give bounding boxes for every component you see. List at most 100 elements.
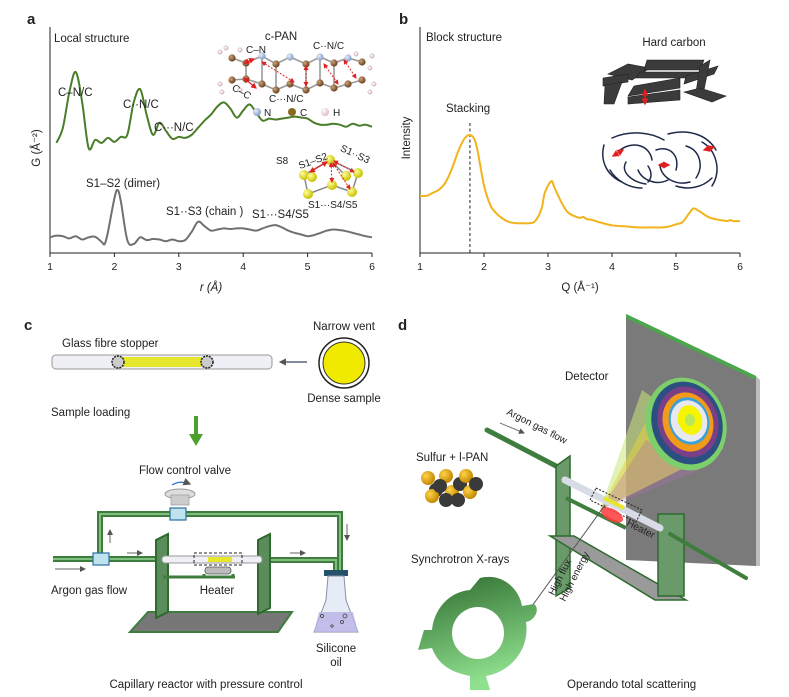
reactor-support-left: [155, 532, 169, 620]
panel-d: d Detector Argon gas flow: [398, 314, 760, 691]
panel-b-title: Block structure: [426, 32, 502, 44]
legend-swatch-n: [253, 108, 261, 116]
annotation-c-dot-n-c: C··N/C: [123, 99, 159, 111]
gas-outlet-pipe: [668, 532, 748, 580]
dense-sample-label: Dense sample: [307, 393, 381, 405]
silicone-oil-label-1: Silicone: [316, 643, 356, 655]
pan-particle: [469, 477, 483, 491]
panel-a-x-label: r (Å): [200, 281, 223, 294]
sulfur-pan-label: Sulfur + l-PAN: [416, 452, 488, 464]
reactor-base: [127, 611, 294, 633]
carbon-atom: [258, 80, 266, 88]
hydrogen-atom: [367, 89, 373, 95]
annotation-c-dots-n-c: C···N/C: [154, 122, 194, 134]
x-tick-label: 2: [111, 261, 117, 273]
sulfur-particle: [459, 469, 473, 483]
glass-fibre-stopper-label: Glass fibre stopper: [62, 338, 159, 350]
x-tick-label: 1: [47, 261, 53, 273]
annotation-stacking: Stacking: [446, 103, 490, 115]
hydrogen-atom: [371, 81, 377, 87]
x-tick-label: 6: [737, 261, 743, 273]
legend-label-n: N: [264, 108, 271, 119]
x-tick-label: 4: [609, 261, 615, 273]
x-tick-label: 3: [176, 261, 182, 273]
gas-inlet-pipe: [484, 427, 559, 469]
carbon-atom: [228, 54, 236, 62]
sulfur-pan-particles-icon: [421, 469, 483, 507]
nitrogen-atom: [286, 53, 294, 61]
heater-element-icon: [600, 507, 624, 523]
x-tick-label: 5: [673, 261, 679, 273]
hydrogen-atom: [219, 89, 225, 95]
panel-a-y-label: G (Å⁻²): [30, 129, 43, 167]
hard-carbon-title: Hard carbon: [642, 37, 705, 49]
glass-fibre-stopper-right: [200, 355, 214, 369]
graphene-blocks-icon: [602, 59, 727, 105]
legend-swatch-h: [321, 108, 329, 116]
dense-sample-cross-section: [322, 341, 366, 385]
hydrogen-atom: [217, 49, 223, 55]
sample-loading-label: Sample loading: [51, 407, 130, 419]
scattering-cone: [600, 377, 727, 510]
hydrogen-atom: [223, 45, 229, 51]
flask-stopper: [324, 570, 348, 576]
carbon-atom: [242, 59, 250, 67]
legend-label-c: C: [300, 108, 307, 119]
nitrogen-atom: [344, 54, 352, 62]
hydrogen-atom: [369, 53, 375, 59]
annotation-s1-s2-dimer: S1–S2 (dimer): [86, 178, 160, 190]
panel-letter-d: d: [398, 317, 407, 334]
sulfur-particle: [425, 489, 439, 503]
series-hard-carbon-line: [419, 133, 741, 229]
panel-b-y-label: Intensity: [401, 116, 413, 159]
sulfur-atom: [347, 187, 357, 197]
legend-swatch-c: [288, 108, 296, 116]
glass-fibre-stopper-left: [111, 355, 125, 369]
carbon-atom: [228, 76, 236, 84]
series-s8-line: [49, 188, 373, 246]
carbon-atom: [344, 80, 352, 88]
panel-a-title: Local structure: [54, 33, 129, 45]
s8-title: S8: [276, 156, 289, 167]
narrow-vent-label: Narrow vent: [313, 321, 376, 333]
s8-ring-inset: S8 S1–S2 S1··S3 S1···S4/S5: [276, 143, 372, 211]
nitrogen-atom: [316, 53, 324, 61]
pan-particle: [433, 479, 447, 493]
sulfur-atom: [307, 172, 317, 182]
series-c-pan-line: [55, 70, 373, 151]
x-tick-label: 1: [417, 261, 423, 273]
carbon-atom: [330, 59, 338, 67]
carbon-atom: [316, 79, 324, 87]
hydrogen-atom: [217, 81, 223, 87]
frame-support-right: [657, 513, 685, 597]
c-pan-molecule-inset: c-PAN C–N C–C C··N/C C···N/C: [217, 31, 377, 119]
annotation-s1-s4-s5: S1···S4/S5: [252, 209, 309, 221]
sulfur-particle: [421, 471, 435, 485]
x-tick-label: 3: [545, 261, 551, 273]
hydrogen-atom: [237, 47, 243, 53]
sulfur-atom: [341, 171, 351, 181]
flow-arrows: [55, 524, 350, 572]
carbon-atom: [358, 76, 366, 84]
panel-d-caption: Operando total scattering: [567, 679, 696, 691]
x-tick-label: 4: [240, 261, 246, 273]
frame-support-left: [555, 454, 571, 598]
bond-label-s1-s3: S1··S3: [338, 143, 371, 166]
panel-b-x-label: Q (Å⁻¹): [561, 281, 599, 294]
carbon-atom: [330, 84, 338, 92]
detector-label: Detector: [565, 371, 609, 383]
heater-rail: [565, 496, 627, 530]
panel-c: c Glass fibre stopper Narrow vent Dense …: [24, 317, 381, 691]
annotation-c-n-c: C–N/C: [58, 87, 93, 99]
carbon-atom: [272, 60, 280, 68]
reactor-support-right: [257, 532, 271, 616]
rotate-arrow-icon: [171, 477, 192, 486]
synchrotron-label: Synchrotron X-rays: [411, 554, 510, 566]
panel-letter-c: c: [24, 317, 32, 334]
hydrogen-atom: [237, 87, 243, 93]
legend-label-h: H: [333, 108, 340, 119]
